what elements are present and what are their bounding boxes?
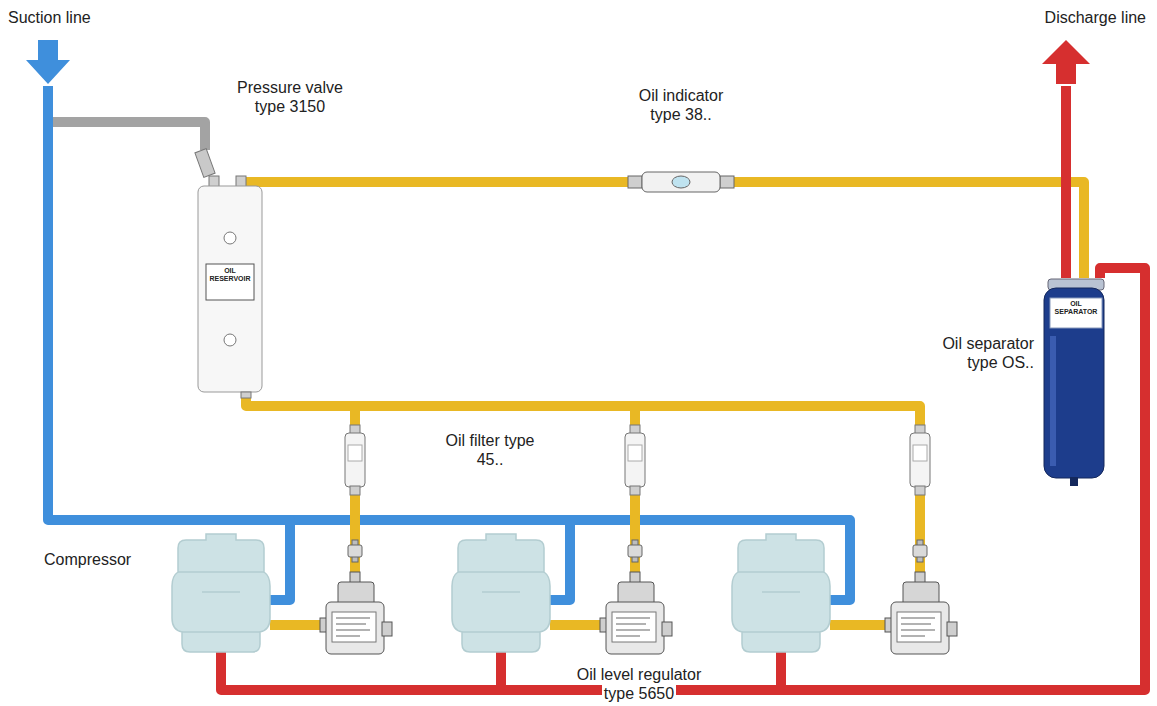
label-holder: Oil indicator type 38..: [621, 86, 741, 124]
oil-level-regulator: Oil level regulator type 5650: [600, 572, 678, 656]
oil-filter-figure: [345, 425, 365, 495]
label-holder: Suction line: [6, 8, 118, 27]
label-holder: Oil separator type OS..: [908, 334, 1036, 372]
label-holder: OIL SEPARATOR: [1050, 300, 1102, 316]
oil-pipe: [246, 398, 635, 425]
compressor-figure: [172, 534, 270, 652]
separator-plate-text: OIL SEPARATOR: [1055, 300, 1098, 315]
component-label: Oil filter type 45..: [444, 432, 537, 468]
check-valve: [628, 540, 642, 562]
suction-pipe: [48, 86, 290, 600]
oil-pipe: [550, 620, 600, 630]
oil-separator: [1044, 279, 1104, 486]
oil-filter-figure: [910, 425, 930, 495]
component-label: Discharge line: [1043, 9, 1148, 26]
component-label: Pressure valve type 3150: [235, 79, 345, 115]
component-label: Oil level regulator type 5650: [575, 666, 704, 702]
oil-filter-figure: [625, 425, 645, 495]
compressor: Compressor: [172, 532, 270, 652]
reservoir-plate-text: OIL RESERVOIR: [209, 267, 250, 282]
suction-branch-pipe: [48, 86, 205, 150]
oil-indicator: [628, 172, 734, 192]
label-holder: OIL RESERVOIR: [206, 267, 254, 283]
component-label: Oil separator type OS..: [940, 335, 1036, 371]
oil-pipe: [830, 620, 885, 630]
discharge-pipe: [1061, 86, 1071, 278]
oil-pipe: [264, 177, 628, 187]
label-holder: Compressor: [42, 550, 162, 569]
discharge-pipe: [221, 268, 1145, 690]
component-label: Compressor: [42, 551, 133, 568]
component-label: Suction line: [6, 9, 93, 26]
suction-line: Suction line: [4, 6, 120, 86]
oil-pipe: [270, 620, 320, 630]
compressor-figure: [732, 534, 830, 652]
discharge-line: Discharge line: [990, 6, 1150, 86]
discharge-pipe: [496, 652, 506, 690]
label-holder: Oil filter type 45..: [440, 431, 540, 469]
label-holder: Oil level regulator type 5650: [564, 665, 714, 703]
oil-level-regulator-figure: [320, 572, 392, 654]
oil-reservoir: [195, 149, 262, 398]
pressure-valve: Pressure valve type 3150: [196, 150, 264, 398]
oil-pipe: [635, 406, 920, 425]
oil-indicator: Oil indicator type 38..: [628, 170, 734, 196]
discharge-arrow: [1042, 40, 1090, 84]
component-label: Oil indicator type 38..: [637, 87, 725, 123]
check-valve: [348, 540, 362, 562]
label-holder: Pressure valve type 3150: [230, 78, 350, 116]
check-valve: [913, 540, 927, 562]
compressor-figure: [452, 534, 550, 652]
oil-filter: Oil filter type 45..: [622, 425, 648, 495]
oil-level-regulator-figure: [600, 572, 672, 654]
oil-pipe: [734, 182, 1084, 278]
discharge-pipe: [776, 652, 786, 690]
label-holder: Discharge line: [990, 8, 1148, 27]
oil-level-regulator-figure: [885, 572, 957, 654]
suction-pipe: [550, 520, 570, 600]
suction-arrow: [26, 40, 70, 84]
